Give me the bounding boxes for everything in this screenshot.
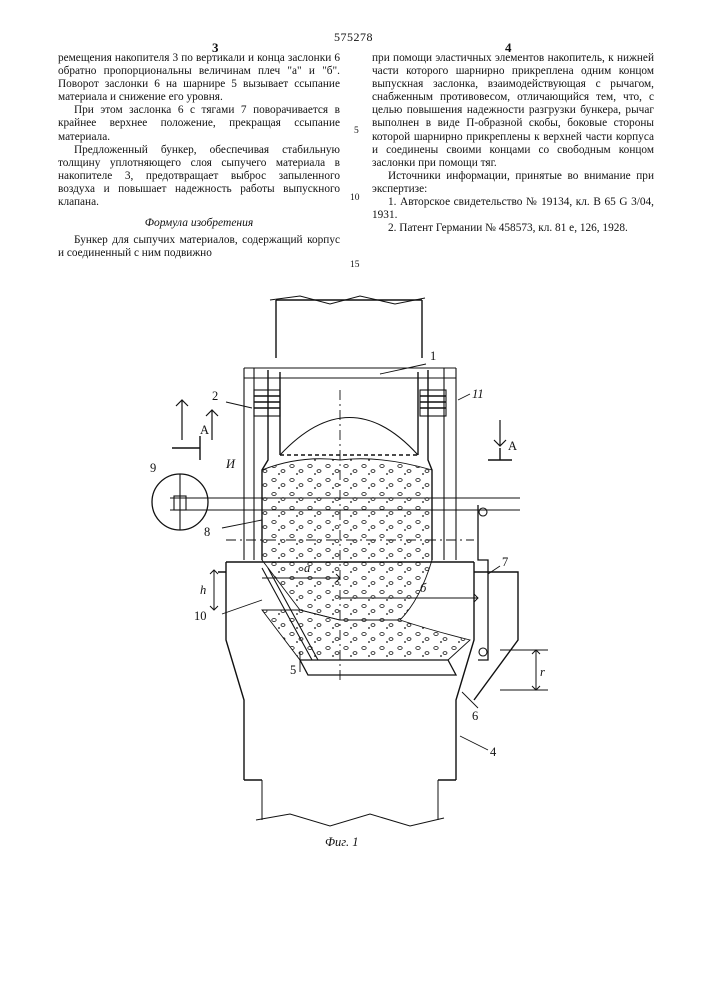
cone [280,418,418,456]
label-h: h [200,583,206,597]
label-7: 7 [502,555,508,569]
dimension-h [210,570,218,610]
section-label-a: А [200,423,209,437]
hinge [479,648,487,656]
section-marker [172,436,200,460]
break-line [256,814,444,826]
hinge [479,508,487,516]
inlet-pipe [276,300,422,358]
label-8: 8 [204,525,210,539]
material [262,459,432,620]
label-1: 1 [430,349,436,363]
rod [478,505,488,660]
label-r: r [540,665,545,679]
label-ii: И [225,457,236,471]
label-10: 10 [194,609,207,623]
label-6: 6 [472,709,478,723]
elastic-element-left [254,390,280,416]
label-arm-a: а [304,561,310,575]
label-4: 4 [490,745,497,759]
shutter [300,660,456,675]
elastic-element-right [420,390,446,416]
figure-caption: Фиг. 1 [325,835,359,849]
label-2: 2 [212,389,218,403]
label-9: 9 [150,461,156,475]
label-arm-b: б [420,581,427,595]
section-label-a: А [508,439,517,453]
label-11: 11 [472,387,484,401]
label-5: 5 [290,663,296,677]
